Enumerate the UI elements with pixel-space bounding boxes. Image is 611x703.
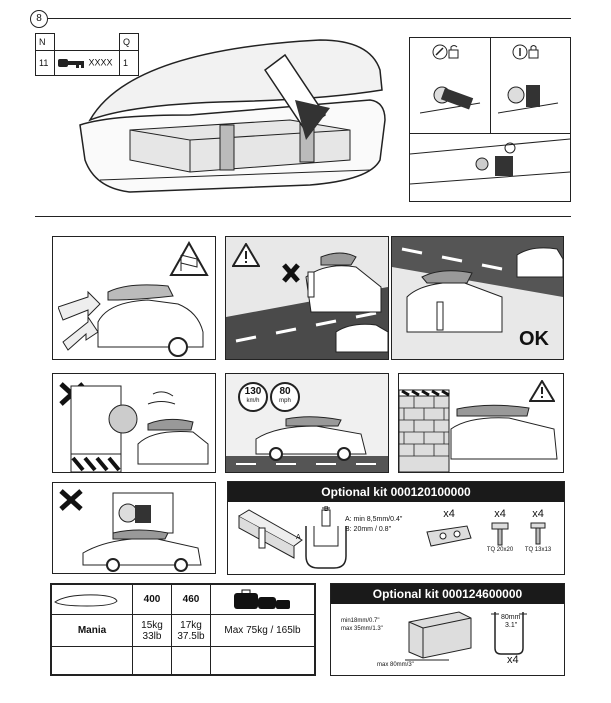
- ok-label: OK: [519, 328, 549, 350]
- t-bolt-13-icon: [530, 522, 546, 545]
- step-number-badge: 8: [30, 10, 48, 28]
- roof-box-icon: [54, 593, 118, 607]
- spec-table-panel: 400 460 Mania 15kg 33lb 17kg 37.5lb Max …: [50, 583, 316, 676]
- kit-1-spec-b: B: 20mm / 0.8": [345, 526, 392, 533]
- kit-1-item-bolt-20-caption: TQ 20x20: [486, 547, 514, 553]
- part-quantity: 1: [119, 50, 139, 76]
- part-number: 11: [35, 50, 55, 76]
- roadside-loading-ok-panel: OK: [391, 236, 564, 360]
- kit-2-dim-min: min18mm/0.7": [341, 618, 380, 624]
- dimension-label-a: A: [296, 534, 301, 541]
- crosswind-warning-panel: [52, 236, 216, 360]
- lock-detail-panel: [409, 37, 571, 202]
- u-bracket-icon: [491, 612, 527, 655]
- optional-kit-1-panel: Optional kit 000120100000 A B A: min 8,5…: [227, 481, 565, 575]
- kit-2-dim-width: max 80mm/3": [377, 662, 414, 668]
- prohibited-x-icon-2: [59, 489, 83, 511]
- bracket-dim-in: 3.1": [505, 622, 518, 629]
- kit-1-item-bolt-20-qty: x4: [494, 508, 506, 520]
- max-load: Max 75kg / 165lb: [210, 614, 315, 647]
- optional-kit-2-panel: Optional kit 000124600000 min18mm/0.7" m…: [330, 583, 565, 676]
- speed-limit-panel: 130 km/h 80 mph: [225, 373, 389, 473]
- speed-mph-value: 80: [279, 386, 291, 397]
- luggage-icon-cell: [210, 584, 315, 615]
- key-icon: [58, 57, 86, 69]
- weight-400: 15kg 33lb: [132, 614, 172, 647]
- crosswind-warning-icon: [169, 241, 209, 277]
- bracket-dim: 80mm: [501, 614, 521, 621]
- dimension-label-b: B: [324, 506, 329, 513]
- kit-1-item-bolt-20: x4 TQ 20x20: [482, 508, 518, 553]
- section-divider: [35, 216, 571, 217]
- unlock-icon: [432, 44, 460, 60]
- kit-1-item-plate: x4: [420, 508, 478, 550]
- speed-sign-kmh: 130 km/h: [238, 382, 268, 412]
- t-slot-profile-illustration: [305, 507, 347, 569]
- kit-1-item-bolt-13-qty: x4: [532, 508, 544, 520]
- clearance-warning-icon: [529, 380, 555, 402]
- kit-2-dim-max: max 35mm/1.3": [341, 626, 383, 632]
- t-nut-plate-icon: [426, 525, 472, 547]
- speed-kmh-unit: km/h: [246, 398, 260, 404]
- kit-1-spec-a: A: min 8,5mm/0.4": [345, 516, 403, 523]
- kit-2-qty: x4: [507, 654, 519, 666]
- part-code: XXXX: [88, 57, 113, 68]
- kit-1-item-bolt-13: x4 TQ 13x13: [520, 508, 556, 553]
- speed-mph-unit: mph: [279, 398, 291, 404]
- t-bolt-rail-illustration: [238, 509, 303, 559]
- model-name: Mania: [51, 614, 133, 647]
- step-divider: [48, 18, 571, 19]
- key-removal-panel: [52, 482, 216, 574]
- speed-kmh-value: 130: [244, 386, 262, 397]
- weight-460: 17kg 37.5lb: [171, 614, 211, 647]
- luggage-icon: [233, 589, 290, 609]
- roof-box-loading-illustration: [70, 30, 400, 205]
- t-bolt-20-icon: [491, 522, 509, 546]
- lock-detail-right: [490, 38, 570, 134]
- optional-kit-1-title: Optional kit 000120100000: [228, 482, 564, 502]
- step-number: 8: [36, 13, 42, 24]
- kit-1-item-plate-qty: x4: [443, 508, 455, 520]
- unlock-detail-left: [410, 38, 491, 134]
- lock-key-insert-illustration: [410, 138, 570, 185]
- warning-triangle-icon: [232, 243, 260, 267]
- lock-icon: [512, 44, 540, 60]
- car-wash-warning-panel: [52, 373, 216, 473]
- kit-1-item-bolt-13-caption: TQ 13x13: [524, 547, 552, 553]
- spec-table: 400 460 Mania 15kg 33lb 17kg 37.5lb Max …: [51, 584, 315, 675]
- size-460: 460: [171, 584, 211, 615]
- part-table: N Q 11 XXXX 1: [35, 33, 139, 76]
- size-400: 400: [132, 584, 172, 615]
- speed-sign-mph: 80 mph: [270, 382, 300, 412]
- optional-kit-2-title: Optional kit 000124600000: [331, 584, 564, 604]
- bar-profile-illustration: [405, 611, 472, 661]
- low-clearance-warning-panel: [398, 373, 564, 473]
- col-n-header: N: [35, 33, 55, 51]
- roadside-loading-wrong-panel: [225, 236, 389, 360]
- roof-box-silhouette: [51, 584, 133, 615]
